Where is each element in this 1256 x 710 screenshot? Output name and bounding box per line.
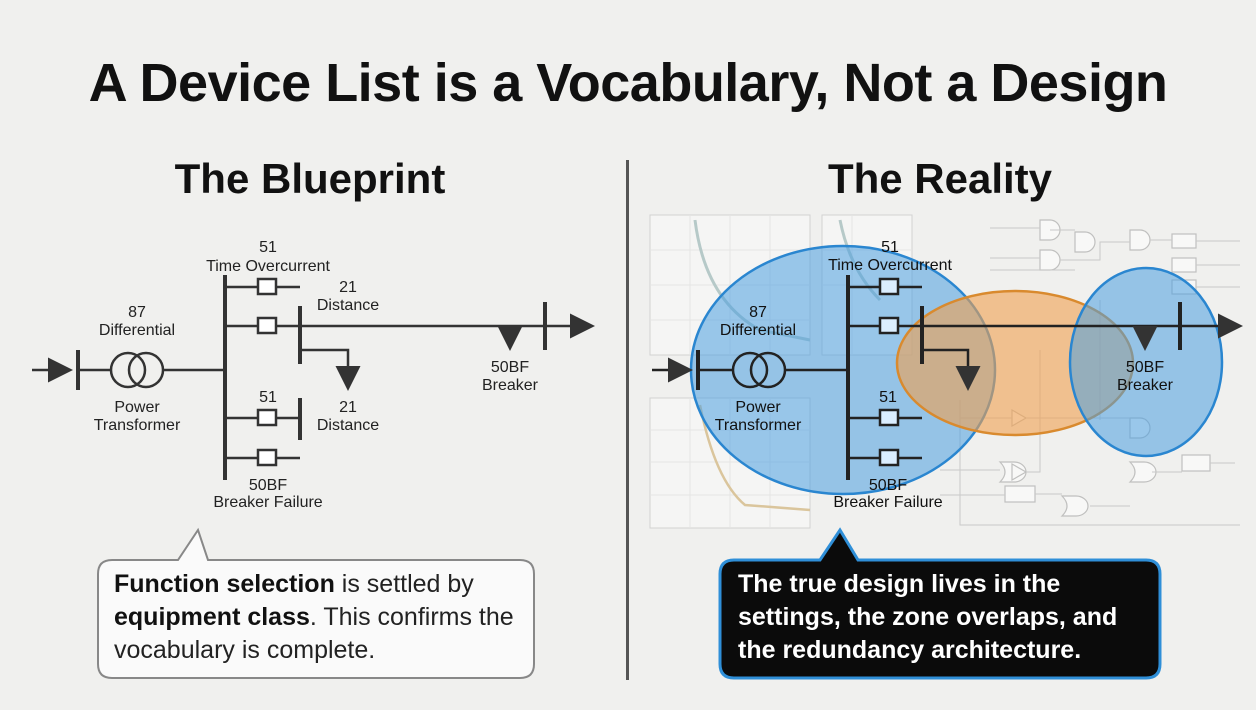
protection-zone-breaker: [1068, 266, 1224, 458]
left-callout-bubble: [97, 527, 535, 679]
r-label-51-name: Time Overcurrent: [828, 257, 952, 274]
label-51-name: Time Overcurrent: [206, 258, 330, 275]
label-87-num: 87: [128, 304, 146, 321]
callout-bold-2: equipment class: [114, 603, 310, 631]
reality-heading: The Reality: [827, 155, 1053, 202]
label-21-lower-num: 21: [339, 399, 357, 416]
r-label-50bf-lower-name: Breaker Failure: [833, 494, 942, 511]
blueprint-diagram: [32, 275, 595, 480]
slide-title: A Device List is a Vocabulary, Not a Des…: [88, 53, 1168, 113]
transformer-winding-left: [109, 351, 147, 389]
callout-text-1: is settled by: [334, 570, 474, 598]
label-50bf-lower-name: Breaker Failure: [213, 494, 322, 511]
r-label-51-lower-num: 51: [879, 389, 897, 406]
right-callout-bubble: [718, 527, 1162, 680]
blueprint-labels: 51 Time Overcurrent 87 Differential 21 D…: [94, 239, 539, 511]
r-label-50bf-num: 50BF: [1126, 359, 1164, 376]
label-50bf-num: 50BF: [491, 359, 529, 376]
label-51-num: 51: [259, 239, 277, 256]
callout-bold-1: Function selection: [114, 570, 335, 598]
label-21-num: 21: [339, 279, 357, 296]
relay-21-box: [256, 316, 278, 335]
relay-51-lower-box: [256, 408, 278, 427]
blueprint-heading: The Blueprint: [174, 155, 446, 202]
r-label-xfmr-line2: Transformer: [715, 417, 802, 434]
callout-text-2: . This confirms the vocabulary is comple…: [114, 603, 514, 664]
relay-50bf-box: [256, 448, 278, 467]
r-label-51-num: 51: [881, 239, 899, 256]
relay-51-box: [256, 277, 278, 296]
r-label-50bf-name: Breaker: [1117, 377, 1174, 394]
left-callout-text: Function selection is settled by equipme…: [114, 568, 524, 667]
r-label-87-name: Differential: [720, 322, 796, 339]
reality-labels: 51 Time Overcurrent 87 Differential 50BF…: [715, 239, 1174, 511]
label-xfmr-line1: Power: [114, 399, 160, 416]
label-50bf-name: Breaker: [482, 377, 539, 394]
reality-diagram: [652, 275, 1243, 480]
label-21-lower-name: Distance: [317, 417, 379, 434]
label-51-lower-num: 51: [259, 389, 277, 406]
label-87-name: Differential: [99, 322, 175, 339]
panel-divider: [626, 160, 629, 680]
r-label-xfmr-line1: Power: [735, 399, 781, 416]
label-21-name: Distance: [317, 297, 379, 314]
distance-trip-arrow: [300, 348, 361, 391]
r-label-50bf-lower-num: 50BF: [869, 477, 907, 494]
r-label-87-num: 87: [749, 304, 767, 321]
right-callout-text: The true design lives in the settings, t…: [738, 570, 1118, 664]
label-xfmr-line2: Transformer: [94, 417, 181, 434]
label-50bf-lower-num: 50BF: [249, 477, 287, 494]
